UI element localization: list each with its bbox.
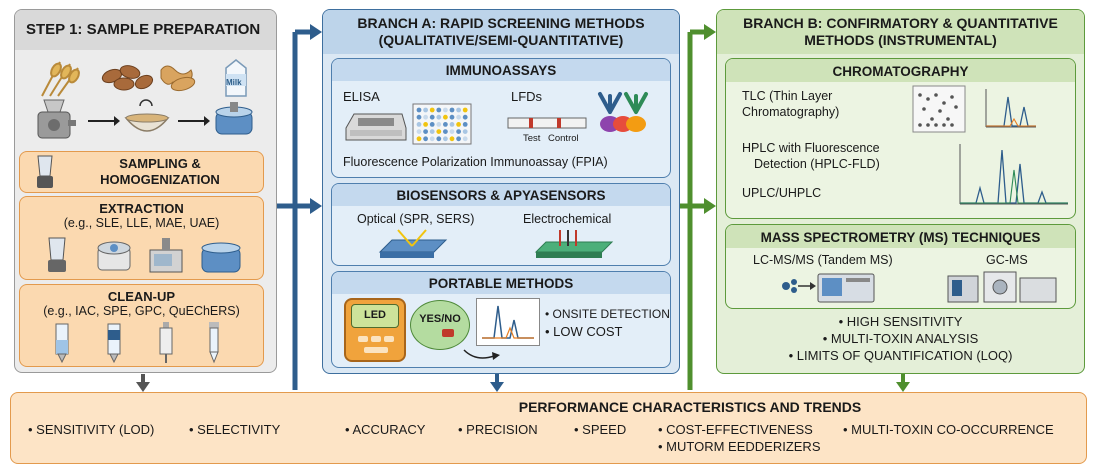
immunoassays-title: IMMUNOASSAYS <box>445 63 557 78</box>
antibody-icon <box>598 92 648 132</box>
homogenizer-icon <box>215 102 253 135</box>
milk-label: Milk <box>226 78 242 87</box>
test-label: Test <box>523 133 541 144</box>
portable-header <box>332 272 670 294</box>
perf-item-sensitivity: • SENSITIVITY (LOD) <box>28 422 155 437</box>
cleanup-title: CLEAN-UP <box>107 289 176 304</box>
sampling-line1: SAMPLING & <box>119 156 201 171</box>
onsite-detection: • ONSITE DETECTION <box>545 307 670 321</box>
branch-b-bullet-3: • LIMITS OF QUANTIFICATION (LOQ) <box>788 348 1013 363</box>
device-buttons-icon <box>358 336 394 353</box>
branch-b-bullet-1: • HIGH SENSITIVITY <box>838 314 963 329</box>
fpia-label: Fluorescence Polarization Immunoassay (F… <box>343 155 608 169</box>
grinder-icon <box>37 99 76 139</box>
portable-title: PORTABLE METHODS <box>428 276 574 291</box>
result-marker-icon <box>442 329 454 337</box>
chromatogram-small-icon <box>985 89 1036 128</box>
ultrasonic-bath-icon <box>201 242 241 273</box>
branch-a-title-line1: BRANCH A: RAPID SCREENING METHODS <box>357 15 645 31</box>
bowl-icon <box>124 99 170 132</box>
ms-title: MASS SPECTROMETRY (MS) TECHNIQUES <box>760 230 1041 245</box>
lateral-flow-strip-icon <box>507 117 587 129</box>
step1-title: STEP 1: SAMPLE PREPARATION <box>26 21 261 38</box>
sampling-box <box>19 151 264 193</box>
arrow-right-icon <box>178 116 210 126</box>
optical-label: Optical (SPR, SERS) <box>357 212 475 226</box>
microwave-extractor-icon <box>149 238 183 273</box>
gcms-instrument-icon <box>947 271 1057 303</box>
almonds-icon <box>101 65 154 91</box>
curved-arrow-icon <box>463 349 500 360</box>
perf-item-accuracy: • ACCURACY <box>345 422 426 437</box>
extraction-title: EXTRACTION <box>99 201 184 216</box>
branch-a-title-line2: (QUALITATIVE/SEMI-QUANTITATIVE) <box>378 32 624 48</box>
biosensors-title: BIOSENSORS & APYASENSORS <box>396 188 606 203</box>
biosensors-header <box>332 184 670 206</box>
blender-icon <box>37 155 53 188</box>
optical-sensor-icon <box>378 229 448 258</box>
hplc-line1: HPLC with Fluorescence <box>742 141 880 155</box>
uplc-label: UPLC/UHPLC <box>742 186 822 200</box>
blender-icon <box>48 237 66 272</box>
low-cost: • LOW COST <box>545 324 623 339</box>
performance-title: PERFORMANCE CHARACTERISTICS AND TRENDS <box>518 399 862 415</box>
perf-item-cost: • COST-EFFECTIVENESS <box>658 422 813 437</box>
lcms-label: LC-MS/MS (Tandem MS) <box>753 253 893 267</box>
chromatography-header <box>726 59 1075 82</box>
column-tube-icon <box>55 323 69 364</box>
centrifuge-icon <box>97 241 131 271</box>
syringe-icon <box>159 322 173 363</box>
chromatography-title: CHROMATOGRAPHY <box>832 64 969 79</box>
perf-item-precision: • PRECISION <box>458 422 538 437</box>
vial-icon <box>209 322 219 364</box>
milk-carton-icon <box>225 59 247 97</box>
tlc-line2: Chromatography) <box>742 105 840 119</box>
peanuts-icon <box>160 65 196 92</box>
perf-item-selectivity: • SELECTIVITY <box>189 422 281 437</box>
elisa-label: ELISA <box>343 89 380 104</box>
step1-header <box>15 10 276 50</box>
electrochemical-label: Electrochemical <box>523 212 612 226</box>
performance-panel <box>10 392 1087 464</box>
spe-cartridge-icon <box>107 323 121 364</box>
ms-header <box>726 225 1075 248</box>
branch-b-title-line1: BRANCH B: CONFIRMATORY & QUANTITATIVE <box>743 15 1058 31</box>
wheat-icon <box>41 61 80 97</box>
led-label: LED <box>364 309 386 321</box>
cleanup-detail: (e.g., IAC, SPE, GPC, QuEChERS) <box>43 304 240 318</box>
gcms-label: GC-MS <box>986 253 1028 267</box>
hplc-chromatogram-icon <box>959 144 1068 205</box>
yesno-label: YES/NO <box>419 313 461 325</box>
branch-b-bullet-2: • MULTI-TOXIN ANALYSIS <box>822 331 979 346</box>
branch-a-header <box>323 10 679 54</box>
tlc-line1: TLC (Thin Layer <box>742 89 833 103</box>
perf-item-speed: • SPEED <box>574 422 627 437</box>
arrow-right-icon <box>88 116 120 126</box>
sampling-line2: HOMOGENIZATION <box>100 172 220 187</box>
lcms-instrument-icon <box>782 273 875 303</box>
led-screen <box>351 304 399 328</box>
electrochemical-sensor-icon <box>534 230 614 258</box>
tlc-plate-icon <box>912 85 966 133</box>
plate-reader-icon <box>345 113 407 141</box>
perf-item-second-line: • MUTORM EEDDERIZERS <box>658 439 821 454</box>
control-label: Control <box>548 133 579 144</box>
lfds-label: LFDs <box>511 89 543 104</box>
test-result-bubble <box>410 300 470 350</box>
hplc-line2: Detection (HPLC-FLD) <box>754 157 880 171</box>
perf-item-cooccurrence: • MULTI-TOXIN CO-OCCURRENCE <box>843 422 1054 437</box>
immunoassays-header <box>332 59 670 81</box>
chromatogram-icon <box>482 305 534 339</box>
branch-b-header <box>717 10 1084 54</box>
branch-b-title-line2: METHODS (INSTRUMENTAL) <box>804 32 997 48</box>
extraction-detail: (e.g., SLE, LLE, MAE, UAE) <box>63 216 220 230</box>
microplate-icon <box>412 103 472 145</box>
